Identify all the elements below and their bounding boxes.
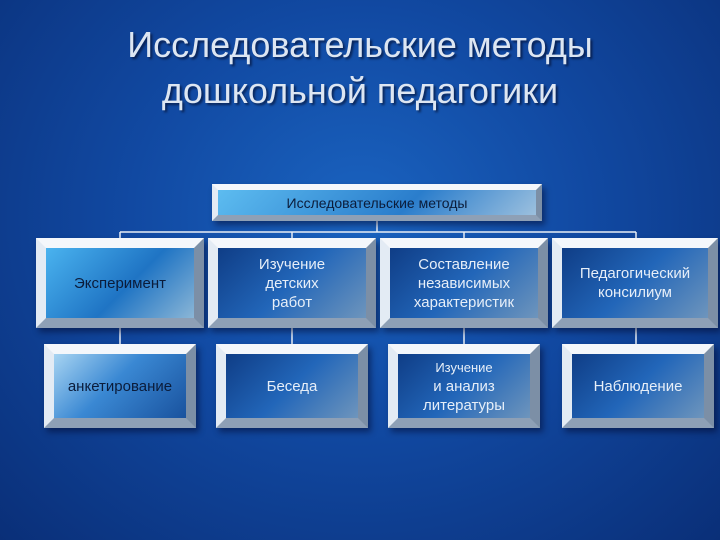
method-box-children-works: Изучение детских работ: [208, 238, 376, 328]
root-label: Исследовательские методы: [286, 194, 468, 211]
slide-title: Исследовательские методы дошкольной педа…: [0, 22, 720, 114]
method-label: Эксперимент: [73, 274, 166, 292]
title-line-2: дошкольной педагогики: [161, 70, 559, 111]
method-box-observation: Наблюдение: [562, 344, 714, 428]
method-label: Изучение детских работ: [258, 255, 326, 311]
method-label: Беседа: [266, 377, 318, 395]
title-line-1: Исследовательские методы: [127, 24, 593, 65]
method-label: Изучение и анализ литературы: [422, 359, 506, 414]
method-box-literature: Изучение и анализ литературы: [388, 344, 540, 428]
method-box-survey: анкетирование: [44, 344, 196, 428]
method-box-experiment: Эксперимент: [36, 238, 204, 328]
method-box-conversation: Беседа: [216, 344, 368, 428]
method-label: Составление независимых характеристик: [413, 255, 515, 311]
method-box-characteristics: Составление независимых характеристик: [380, 238, 548, 328]
method-label: анкетирование: [67, 377, 173, 395]
method-label: Педагогический консилиум: [579, 265, 691, 301]
method-box-council: Педагогический консилиум: [552, 238, 718, 328]
method-label: Наблюдение: [593, 377, 683, 395]
root-box: Исследовательские методы: [212, 184, 542, 221]
